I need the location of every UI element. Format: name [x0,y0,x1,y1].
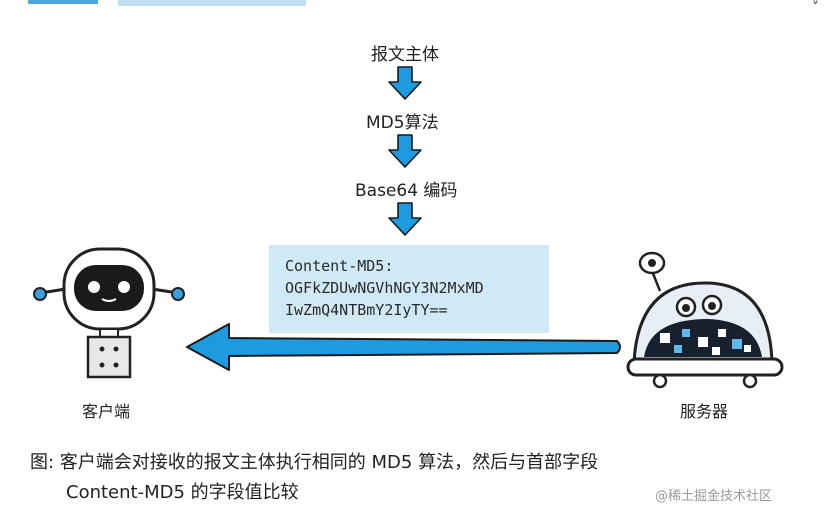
server-label: 服务器 [680,402,729,421]
md5-value-line1: OGFkZDUwNGVhNGY3N2MxMD [285,279,484,297]
down-arrow-icon [388,134,422,168]
step-md5-algorithm: MD5算法 [366,113,439,133]
corner-mark: ˅ [812,0,819,16]
left-arrow-icon [186,323,621,371]
down-arrow-icon [388,66,422,100]
watermark: @稀土掘金技术社区 [655,489,773,504]
md5-header-name: Content-MD5: [285,257,394,275]
md5-value-line2: IwZmQ4NTBmY2IyTY== [285,301,448,319]
client-label: 客户端 [82,402,131,421]
caption-line2: Content-MD5 的字段值比较 [66,482,299,503]
header-highlight [118,0,306,6]
header-decoration [0,0,830,8]
content-md5-box: Content-MD5: OGFkZDUwNGVhNGY3N2MxMD IwZm… [269,245,549,333]
figure-caption: 图: 客户端会对接收的报文主体执行相同的 MD5 算法，然后与首部字段 Cont… [30,448,820,508]
server-robot-icon [626,251,784,389]
down-arrow-icon [388,202,422,236]
step-message-body: 报文主体 [371,45,439,65]
header-dash [28,0,98,4]
step-base64-encoding: Base64 编码 [355,181,458,201]
client-robot-icon [33,247,185,379]
caption-line1: 图: 客户端会对接收的报文主体执行相同的 MD5 算法，然后与首部字段 [30,452,599,473]
